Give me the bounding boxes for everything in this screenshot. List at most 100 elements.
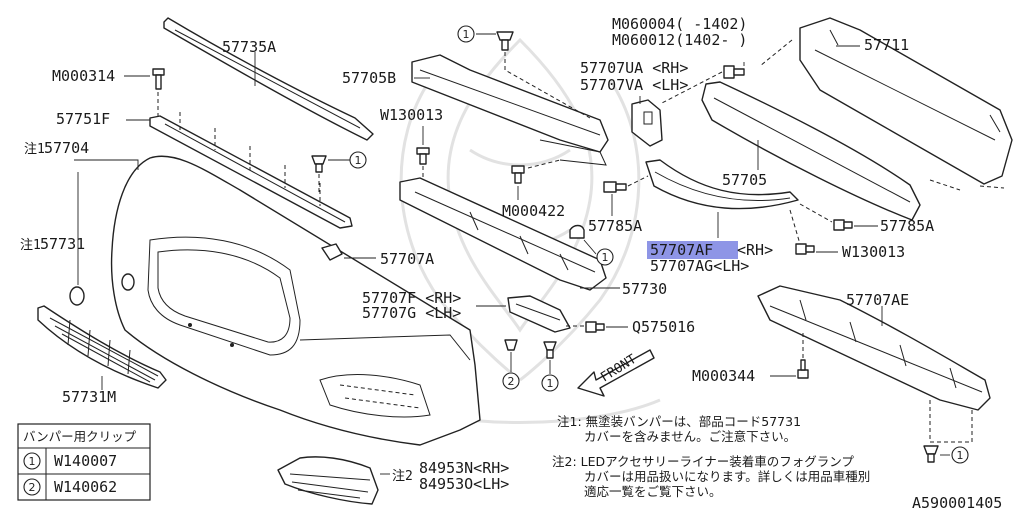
label-57707ua[interactable]: 57707UA <RH> — [580, 59, 688, 77]
label-57707af-side: <RH> — [737, 241, 773, 259]
note-2-line-1: 注2: LEDアクセサリーライナー装着車のフォグランプ — [552, 454, 854, 469]
bolt-57785a-icon — [603, 181, 627, 193]
label-57707af[interactable]: 57707AF — [650, 241, 713, 259]
label-57785a[interactable]: 57785A — [588, 217, 642, 235]
label-57711[interactable]: 57711 — [864, 36, 909, 54]
clip-table-code: W140007 — [54, 452, 117, 470]
note-mark: 注2 — [392, 469, 413, 484]
callout-marker: 1 — [596, 248, 614, 266]
leader — [583, 239, 597, 255]
svg-text:1: 1 — [463, 28, 470, 41]
note-2-line-2: カバーは用品扱いになります。詳しくは用品車種別 — [584, 469, 870, 484]
part-57705b-beam — [411, 54, 609, 166]
callout-marker: 1 — [541, 374, 559, 392]
part-57707ua-bracket — [631, 99, 663, 147]
svg-text:1: 1 — [602, 251, 609, 264]
label-m000422[interactable]: M000422 — [502, 202, 565, 220]
label-w130013[interactable]: W130013 — [380, 106, 443, 124]
label-m060012[interactable]: M060012(1402- ) — [612, 31, 747, 49]
dashed-line — [799, 203, 833, 223]
part-57704-bumper — [110, 155, 481, 446]
highlight-57707af — [647, 241, 738, 259]
figure-code: A590001405 — [912, 494, 1002, 512]
label-57705b[interactable]: 57705B — [342, 69, 396, 87]
clip-table-code: W140062 — [54, 478, 117, 496]
part-57707ae-absorber — [757, 285, 991, 411]
label-m000314[interactable]: M000314 — [52, 67, 115, 85]
bolt-57785a-icon — [833, 219, 853, 231]
label-84953n[interactable]: 84953N<RH> — [419, 459, 509, 477]
part-57711-beam — [799, 17, 1013, 185]
dashed-line — [659, 71, 723, 105]
label-57705[interactable]: 57705 — [722, 171, 767, 189]
label-57731m[interactable]: 57731M — [62, 388, 116, 406]
clip-table-key: 2 — [29, 481, 36, 494]
dashed-line — [179, 112, 321, 206]
clip-icon — [569, 224, 585, 239]
dashed-line — [627, 175, 649, 187]
label-84953o[interactable]: 84953O<LH> — [419, 475, 509, 493]
label-57707ag[interactable]: 57707AG<LH> — [650, 257, 749, 275]
dashed-line — [759, 39, 1005, 191]
part-57707f-bracket — [507, 295, 571, 333]
callout-marker: 1 — [951, 446, 969, 464]
bolt-m000344-icon — [797, 359, 809, 379]
part-57735a-strip — [163, 17, 374, 141]
clip-icon — [311, 155, 327, 173]
dashed-line — [504, 52, 591, 119]
part-57707af-bracket — [645, 159, 799, 210]
screw-q575016-icon — [585, 321, 605, 333]
svg-text:2: 2 — [508, 375, 515, 388]
part-57730-absorber — [399, 177, 607, 291]
part-57731m-grille — [37, 305, 167, 389]
note-mark: 注1 — [20, 238, 41, 253]
label-57707va[interactable]: 57707VA <LH> — [580, 76, 688, 94]
label-57707ae[interactable]: 57707AE — [846, 291, 909, 309]
dashed-line — [929, 400, 973, 443]
clip-table-key: 1 — [29, 455, 36, 468]
dashed-line — [527, 159, 561, 169]
callout-marker: 1 — [457, 25, 475, 43]
label-57735a[interactable]: 57735A — [222, 38, 276, 56]
bolt-m060004-icon — [723, 65, 745, 79]
svg-text:1: 1 — [957, 449, 964, 462]
note-1-line-1: 注1: 無塗装バンパーは、部品コード57731 — [557, 414, 801, 429]
note-1-line-2: カバーを含みません。ご注意下さい。 — [584, 429, 796, 444]
svg-text:1: 1 — [547, 377, 554, 390]
clip-icon — [923, 445, 939, 463]
label-q575016[interactable]: Q575016 — [632, 318, 695, 336]
label-57707f[interactable]: 57707F <RH> — [362, 289, 461, 307]
clip-icon — [543, 341, 557, 359]
label-m000344[interactable]: M000344 — [692, 367, 755, 385]
label-57707a[interactable]: 57707A — [380, 250, 434, 268]
label-57730[interactable]: 57730 — [622, 280, 667, 298]
clip-table-header: バンパー用クリップ — [23, 429, 137, 444]
part-57707a-pad — [321, 243, 343, 261]
label-57751f[interactable]: 57751F — [56, 110, 110, 128]
front-arrow-icon — [577, 349, 655, 397]
bolt-m000422-icon — [511, 165, 525, 184]
label-m060004[interactable]: M060004( -1402) — [612, 15, 747, 33]
label-w130013[interactable]: W130013 — [842, 243, 905, 261]
label-57704[interactable]: 57704 — [44, 139, 89, 157]
part-84953n-fog-cover — [277, 456, 379, 505]
leader — [74, 159, 139, 170]
dashed-line — [789, 209, 801, 245]
screw-w130013-icon — [795, 243, 815, 255]
bolt-m000314-icon — [152, 68, 165, 90]
label-57707g[interactable]: 57707G <LH> — [362, 304, 461, 322]
screw-w130013-icon — [416, 147, 430, 165]
clip-icon — [496, 31, 514, 51]
callout-marker: 1 — [349, 151, 367, 169]
svg-text:1: 1 — [355, 154, 362, 167]
clip-table: バンパー用クリップ 1 W140007 2 W140062 — [17, 423, 151, 501]
callout-marker: 2 — [502, 372, 520, 390]
clip-icon — [504, 339, 518, 351]
note-mark: 注1 — [24, 142, 45, 157]
label-57785a[interactable]: 57785A — [880, 217, 934, 235]
label-57731[interactable]: 57731 — [40, 235, 85, 253]
note-2-line-3: 適応一覧をご覧下さい。 — [584, 484, 722, 499]
part-57731-cap — [69, 273, 135, 306]
